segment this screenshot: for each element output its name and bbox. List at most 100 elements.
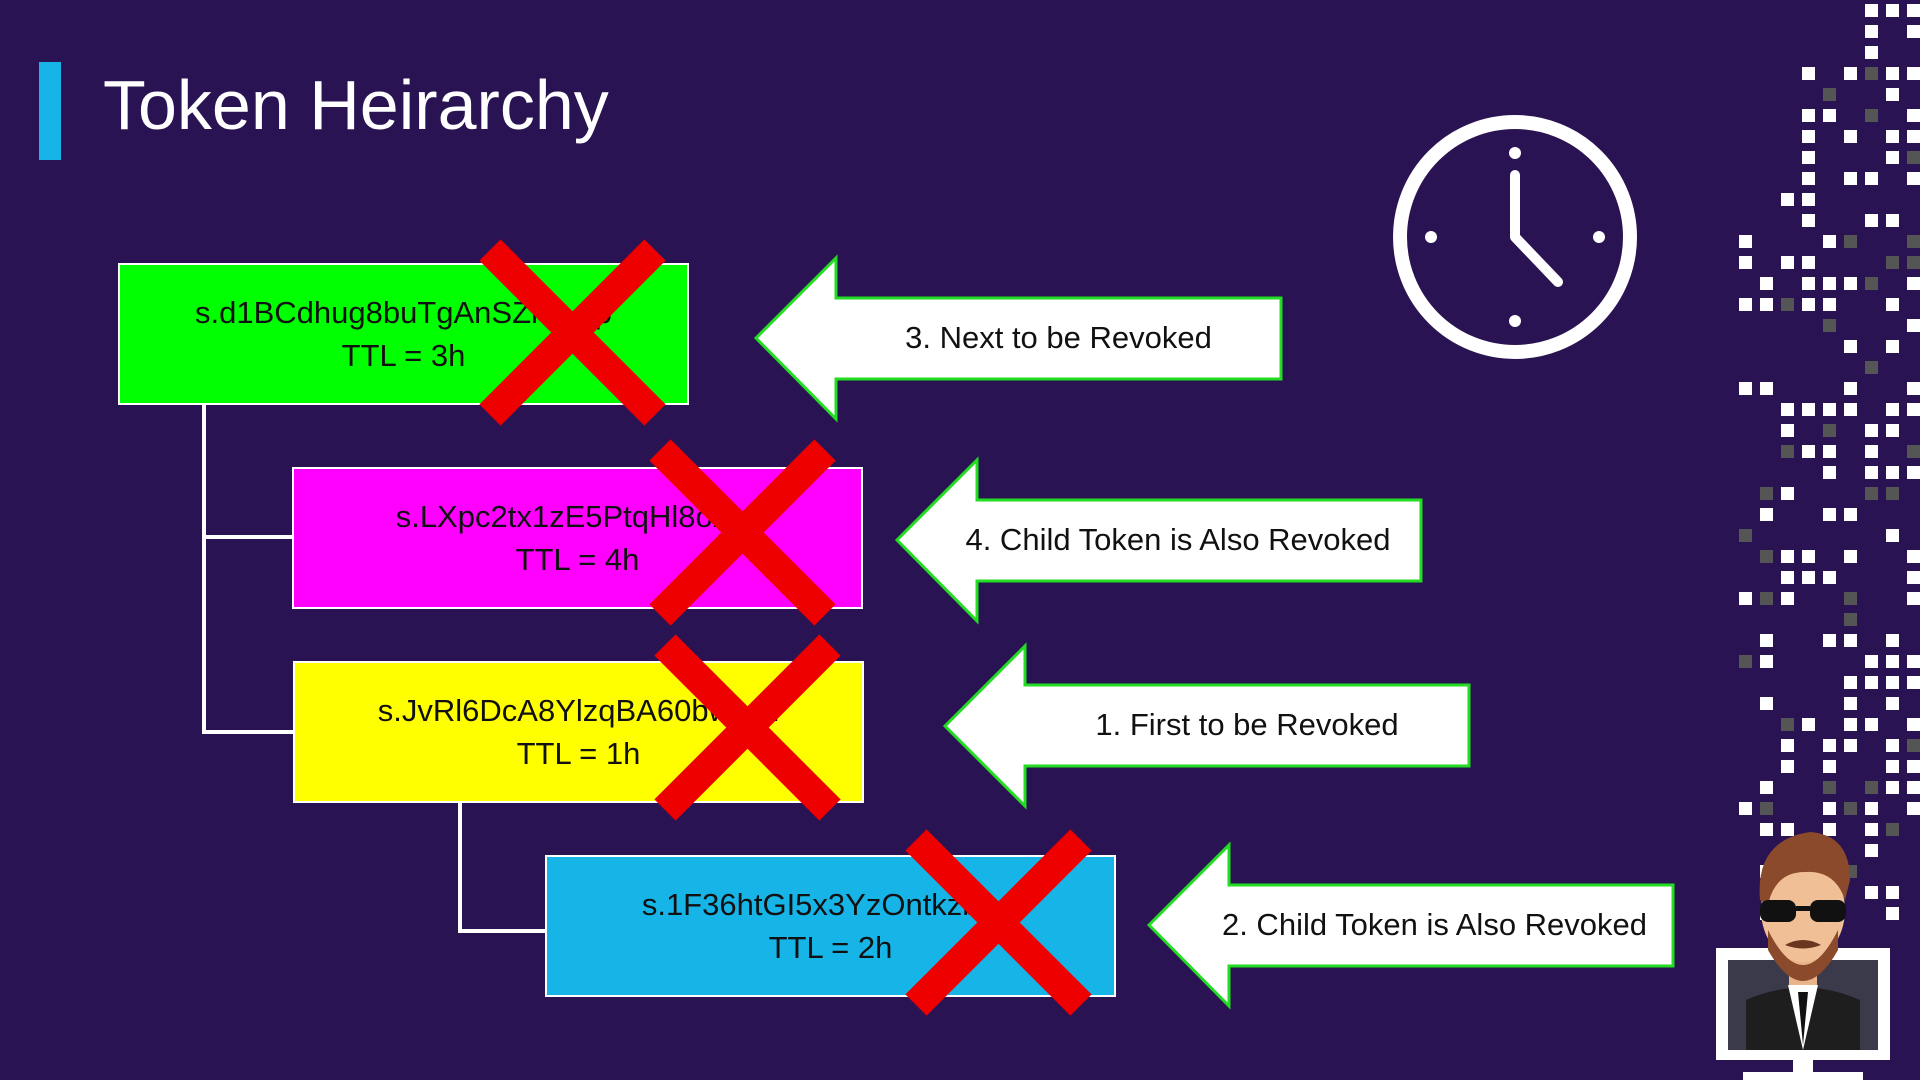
connector-root-to-child-2 [202, 537, 294, 734]
pixel-square [1844, 718, 1857, 731]
pixel-square [1844, 676, 1857, 689]
pixel-square [1739, 256, 1752, 269]
arrow-shape [1146, 841, 1675, 1010]
pixel-square [1886, 676, 1899, 689]
pixel-square [1886, 655, 1899, 668]
pixel-square [1865, 214, 1878, 227]
pixel-square [1907, 67, 1920, 80]
pixel-square [1907, 676, 1920, 689]
pixel-square [1760, 781, 1773, 794]
pixel-square [1844, 613, 1857, 626]
pixel-square [1844, 235, 1857, 248]
pixel-square [1907, 277, 1920, 290]
pixel-square [1886, 907, 1899, 920]
connector-child-2-to-grandchild [458, 803, 546, 933]
pixel-square [1823, 466, 1836, 479]
arrow-label-first-revoked: 1. First to be Revoked [1095, 707, 1399, 742]
pixel-square [1781, 571, 1794, 584]
pixel-square [1865, 46, 1878, 59]
pixel-square [1865, 361, 1878, 374]
pixel-square [1781, 424, 1794, 437]
pixel-square [1886, 886, 1899, 899]
pixel-square [1865, 718, 1878, 731]
pixel-square [1802, 403, 1815, 416]
slide-title: Token Heirarchy [103, 66, 609, 144]
pixel-square [1865, 445, 1878, 458]
pixel-square [1781, 550, 1794, 563]
pixel-square [1823, 319, 1836, 332]
pixel-square [1865, 844, 1878, 857]
pixel-square [1760, 382, 1773, 395]
pixel-square [1907, 25, 1920, 38]
pixel-square [1886, 298, 1899, 311]
arrow-shape [942, 642, 1471, 810]
pixel-square [1886, 340, 1899, 353]
pixel-square [1739, 655, 1752, 668]
pixel-square [1886, 697, 1899, 710]
pixel-square [1802, 445, 1815, 458]
pixel-square [1865, 655, 1878, 668]
pixel-square [1781, 193, 1794, 206]
arrow-shape [753, 254, 1283, 423]
pixel-square [1907, 802, 1920, 815]
pixel-square [1844, 634, 1857, 647]
pixel-square [1865, 67, 1878, 80]
pixel-square [1865, 781, 1878, 794]
pixel-square [1865, 172, 1878, 185]
pixel-square [1760, 655, 1773, 668]
pixel-square [1865, 109, 1878, 122]
pixel-square [1823, 403, 1836, 416]
pixel-square [1865, 277, 1878, 290]
pixel-square [1781, 739, 1794, 752]
arrow-label-child-revoked-1: 4. Child Token is Also Revoked [965, 522, 1391, 557]
pixel-square [1781, 487, 1794, 500]
pixel-square [1802, 130, 1815, 143]
pixel-square [1907, 739, 1920, 752]
pixel-square [1823, 781, 1836, 794]
pixel-square [1802, 256, 1815, 269]
pixel-square [1739, 592, 1752, 605]
pixel-square [1760, 508, 1773, 521]
pixel-square [1844, 340, 1857, 353]
pixel-square [1865, 466, 1878, 479]
pixel-square [1760, 802, 1773, 815]
pixel-square [1823, 445, 1836, 458]
pixel-square [1844, 130, 1857, 143]
pixel-square [1844, 592, 1857, 605]
pixel-square [1823, 235, 1836, 248]
pixel-square [1865, 424, 1878, 437]
pixel-square [1760, 697, 1773, 710]
pixel-square [1886, 529, 1899, 542]
pixel-square [1886, 781, 1899, 794]
pixel-square [1886, 760, 1899, 773]
pixel-square [1907, 256, 1920, 269]
pixel-square [1844, 277, 1857, 290]
arrow-label-child-revoked-2: 2. Child Token is Also Revoked [1221, 907, 1648, 942]
x-mark-icon [905, 829, 1092, 1016]
pixel-square [1760, 634, 1773, 647]
x-mark-icon [479, 239, 666, 426]
pixel-square [1760, 277, 1773, 290]
pixel-square [1886, 151, 1899, 164]
pixel-square [1802, 298, 1815, 311]
pixel-square [1886, 67, 1899, 80]
pixel-square [1760, 298, 1773, 311]
pixel-square [1907, 109, 1920, 122]
pixel-square [1739, 382, 1752, 395]
token-ttl: TTL = 4h [515, 542, 640, 577]
pixel-square [1823, 739, 1836, 752]
pixel-square [1907, 571, 1920, 584]
pixel-square [1886, 130, 1899, 143]
pixel-square [1781, 823, 1794, 836]
x-mark-icon [654, 634, 841, 821]
token-ttl: TTL = 2h [768, 930, 893, 965]
pixel-square [1781, 718, 1794, 731]
pixel-square [1844, 508, 1857, 521]
pixel-square [1907, 151, 1920, 164]
pixel-square [1781, 256, 1794, 269]
pixel-square [1886, 466, 1899, 479]
pixel-square [1844, 697, 1857, 710]
pixel-square [1823, 298, 1836, 311]
